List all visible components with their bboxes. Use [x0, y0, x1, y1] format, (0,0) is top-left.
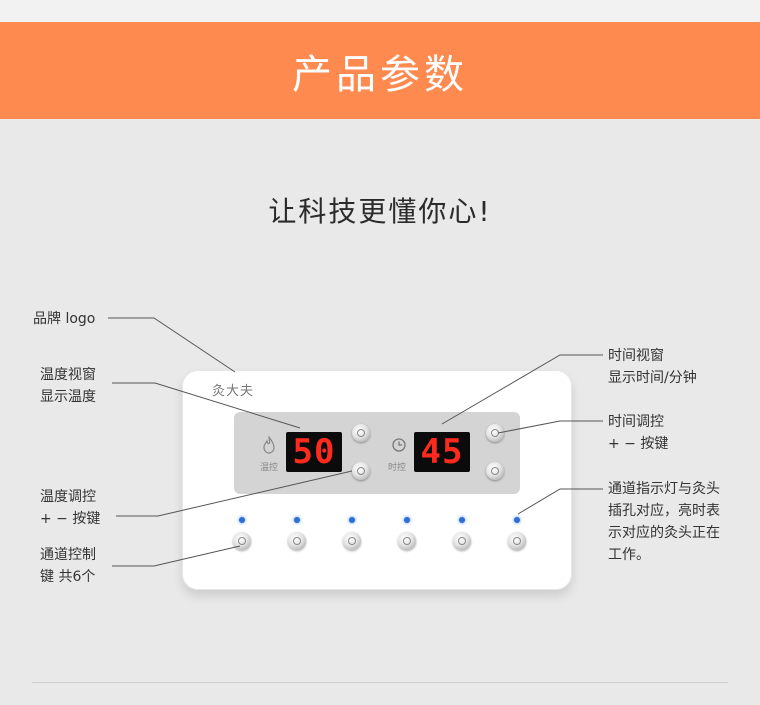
label-time-adjust: 时间调控 + − 按键 [608, 414, 669, 452]
channel-button-2[interactable] [288, 532, 306, 550]
flame-icon [263, 436, 275, 454]
bottom-divider [32, 682, 728, 683]
banner-title: 产品参数 [292, 51, 468, 98]
channel-button-6[interactable] [508, 532, 526, 550]
label-time-window: 时间视窗 显示时间/分钟 [608, 348, 697, 386]
label-channel-control: 通道控制 键 共6个 [40, 547, 96, 585]
channel-led-4 [404, 517, 410, 523]
channel-button-4[interactable] [398, 532, 416, 550]
time-icon-label: 时控 [388, 463, 407, 473]
top-strip [0, 0, 760, 22]
clock-icon [392, 438, 406, 452]
channel-button-3[interactable] [343, 532, 361, 550]
label-temp-adjust: 温度调控 + − 按键 [40, 489, 101, 527]
channel-led-1 [239, 517, 245, 523]
time-plus-button[interactable] [486, 424, 504, 442]
brand-mark: 灸大夫 [212, 384, 255, 399]
subtitle: 让科技更懂你心! [268, 195, 492, 228]
time-display: 45 [414, 432, 470, 472]
channel-led-5 [459, 517, 465, 523]
controller-device: 灸大夫 温控 50 时控 45 [182, 370, 572, 590]
channel-led-3 [349, 517, 355, 523]
channel-led-6 [514, 517, 520, 523]
temp-icon-label: 温控 [260, 463, 279, 473]
temp-minus-button[interactable] [352, 462, 370, 480]
temp-plus-button[interactable] [352, 424, 370, 442]
header-banner: 产品参数 [0, 22, 760, 119]
channel-button-1[interactable] [233, 532, 251, 550]
leader-brand-logo [108, 317, 236, 373]
label-channel-indicator: 通道指示灯与灸头 插孔对应，亮时表 示对应的灸头正在 工作。 [608, 481, 720, 563]
channel-button-5[interactable] [453, 532, 471, 550]
channel-led-2 [294, 517, 300, 523]
label-brand-logo: 品牌 logo [33, 311, 96, 327]
temp-display: 50 [286, 432, 342, 472]
time-minus-button[interactable] [486, 462, 504, 480]
control-panel: 温控 50 时控 45 [234, 412, 520, 494]
label-temp-window: 温度视窗 显示温度 [40, 367, 96, 405]
